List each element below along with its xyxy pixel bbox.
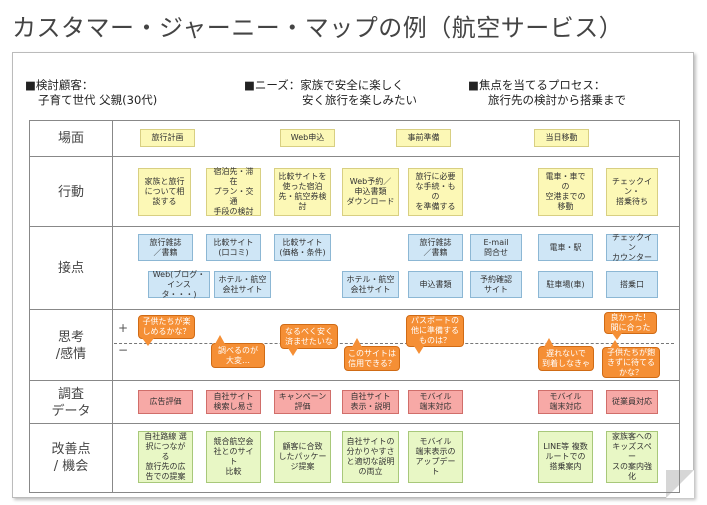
feeling-bubble: なるべく安く 済ませたいな [280, 324, 338, 349]
row-improvement: 改善点 / 機会 自社路線 選 択につながる 旅行先の広 告での提案 競合航空会… [30, 423, 679, 492]
touchpoint-cell: 駐車場(車) [538, 271, 593, 298]
touchpoint-cell: Web(ブログ・ インスタ・・・) [148, 270, 210, 299]
bubble-tail [142, 338, 154, 346]
touchpoint-cell: 予約確認 サイト [470, 271, 522, 298]
research-cell: 自社サイト 検索し易さ [206, 390, 261, 414]
bubble-tail [610, 340, 620, 348]
improvement-cell: 家族客への キッズスペー スの案内強 化 [606, 431, 658, 483]
touchpoint-cell: E-mail 問合せ [470, 234, 522, 261]
touchpoint-cell: 申込書類 [408, 271, 463, 298]
bubble-tail [612, 333, 622, 340]
action-cell: Web予約／ 申込書類 ダウンロード [342, 168, 399, 216]
needs-label: ■ニーズ：家族で安全に楽しく [244, 78, 404, 92]
touchpoint-cell: 比較サイト (価格・条件) [274, 234, 331, 261]
row-action: 行動 家族と旅行 について相 談する 宿泊先・滞在 プラン・交通 手段の検討 比… [30, 156, 679, 227]
feeling-bubble: 遅れないで 到着しなきゃ [538, 346, 594, 371]
action-cell: 比較サイトを 使った宿泊 先・航空券検 討 [274, 168, 331, 216]
research-cell: 従業員対応 [606, 390, 658, 414]
action-cell: 家族と旅行 について相 談する [138, 168, 191, 216]
target-label: ■検討顧客： [25, 78, 94, 92]
research-cell: キャンペーン 評価 [274, 390, 331, 414]
journey-grid: 場面 旅行計画 Web申込 事前準備 当日移動 行動 家族と旅行 について相 談… [29, 120, 680, 493]
improvement-cell: 自社サイトの 分かりやすさ と適切な説明 の両立 [342, 431, 399, 483]
page-title: カスタマー・ジャーニー・マップの例（航空サービス） [12, 14, 624, 42]
bubble-tail [544, 338, 554, 347]
improvement-cell: LINE等 複数 ルートでの 搭乗案内 [538, 431, 593, 483]
bubble-tail [414, 346, 424, 354]
negative-marker: − [118, 343, 129, 357]
scene-cell: 事前準備 [396, 129, 451, 147]
scene-cell: 当日移動 [534, 129, 589, 147]
row-label-action: 行動 [30, 157, 113, 227]
needs-value: 安く旅行を楽しみたい [302, 93, 417, 107]
row-label-research: 調査 データ [30, 381, 113, 424]
page-fold-corner [666, 470, 694, 498]
feeling-bubble: 子供たちが楽 しめるかな？ [138, 315, 195, 339]
target-value: 子育て世代 父親(30代) [38, 93, 158, 107]
touchpoint-cell: 搭乗口 [606, 271, 658, 298]
touchpoint-cell: ホテル・航空 会社サイト [214, 271, 271, 298]
target-customer: ■検討顧客： 子育て世代 父親(30代) [25, 78, 157, 108]
research-cell: モバイル 端末対応 [408, 390, 463, 414]
focus-label: ■焦点を当てるプロセス： [468, 78, 606, 92]
row-label-touchpoint: 接点 [30, 227, 113, 310]
bubble-tail [215, 335, 225, 344]
row-label-feeling: 思考 /感情 [30, 310, 113, 381]
customer-needs: ■ニーズ：家族で安全に楽しく 安く旅行を楽しみたい [244, 78, 417, 108]
action-cell: 旅行に必要 な手続・もの を準備する [408, 168, 463, 216]
row-scene: 場面 旅行計画 Web申込 事前準備 当日移動 [30, 121, 679, 156]
scene-cell: Web申込 [280, 129, 335, 147]
feeling-bubble: パスポートの 他に準備する ものは？ [406, 315, 464, 347]
research-cell: 自社サイト 表示・説明 [342, 390, 399, 414]
positive-marker: + [118, 321, 129, 335]
feeling-bubble: 子供たちが飽 きずに待てる かな？ [602, 347, 660, 378]
touchpoint-cell: チェックイン カウンター [606, 233, 658, 262]
touchpoint-cell: 旅行雑誌 ／書籍 [408, 234, 463, 261]
row-research: 調査 データ 広告評価 自社サイト 検索し易さ キャンペーン 評価 自社サイト … [30, 380, 679, 424]
scene-cell: 旅行計画 [140, 129, 195, 147]
bubble-tail [288, 348, 298, 356]
bubble-tail [352, 338, 362, 347]
research-cell: 広告評価 [138, 390, 193, 414]
action-cell: 電車・車での 空港までの 移動 [538, 168, 593, 216]
action-cell: チェックイン・ 搭乗待ち [606, 168, 658, 216]
touchpoint-cell: 電車・駅 [538, 234, 593, 261]
improvement-cell: モバイル 端末表示の アップデート [408, 431, 463, 483]
focus-value: 旅行先の検討から搭乗まで [488, 93, 626, 107]
improvement-cell: 自社路線 選 択につながる 旅行先の広 告での提案 [138, 431, 193, 483]
focus-process: ■焦点を当てるプロセス： 旅行先の検討から搭乗まで [468, 78, 626, 108]
row-label-scene: 場面 [30, 121, 113, 156]
row-feeling: 思考 /感情 + − 子供たちが楽 しめるかな？ 調べるのが 大変… なるべく安… [30, 309, 679, 381]
touchpoint-cell: ホテル・航空 会社サイト [342, 271, 399, 298]
emotion-baseline [114, 343, 674, 344]
feeling-bubble: このサイトは 信用できる？ [344, 346, 400, 371]
research-cell: モバイル 端末対応 [538, 390, 593, 414]
row-label-improvement: 改善点 / 機会 [30, 424, 113, 492]
improvement-cell: 競合航空会 社とのサイト 比較 [206, 431, 261, 483]
touchpoint-cell: 旅行雑誌 ／書籍 [138, 234, 193, 261]
row-touchpoint: 接点 旅行雑誌 ／書籍 比較サイト (口コミ) 比較サイト (価格・条件) 旅行… [30, 226, 679, 310]
feeling-bubble: 調べるのが 大変… [211, 343, 265, 368]
touchpoint-cell: 比較サイト (口コミ) [206, 234, 261, 261]
feeling-bubble: 良かった！ 間に合った [604, 312, 657, 334]
action-cell: 宿泊先・滞在 プラン・交通 手段の検討 [206, 167, 261, 216]
improvement-cell: 顧客に合致 したパッケー ジ提案 [274, 431, 331, 483]
